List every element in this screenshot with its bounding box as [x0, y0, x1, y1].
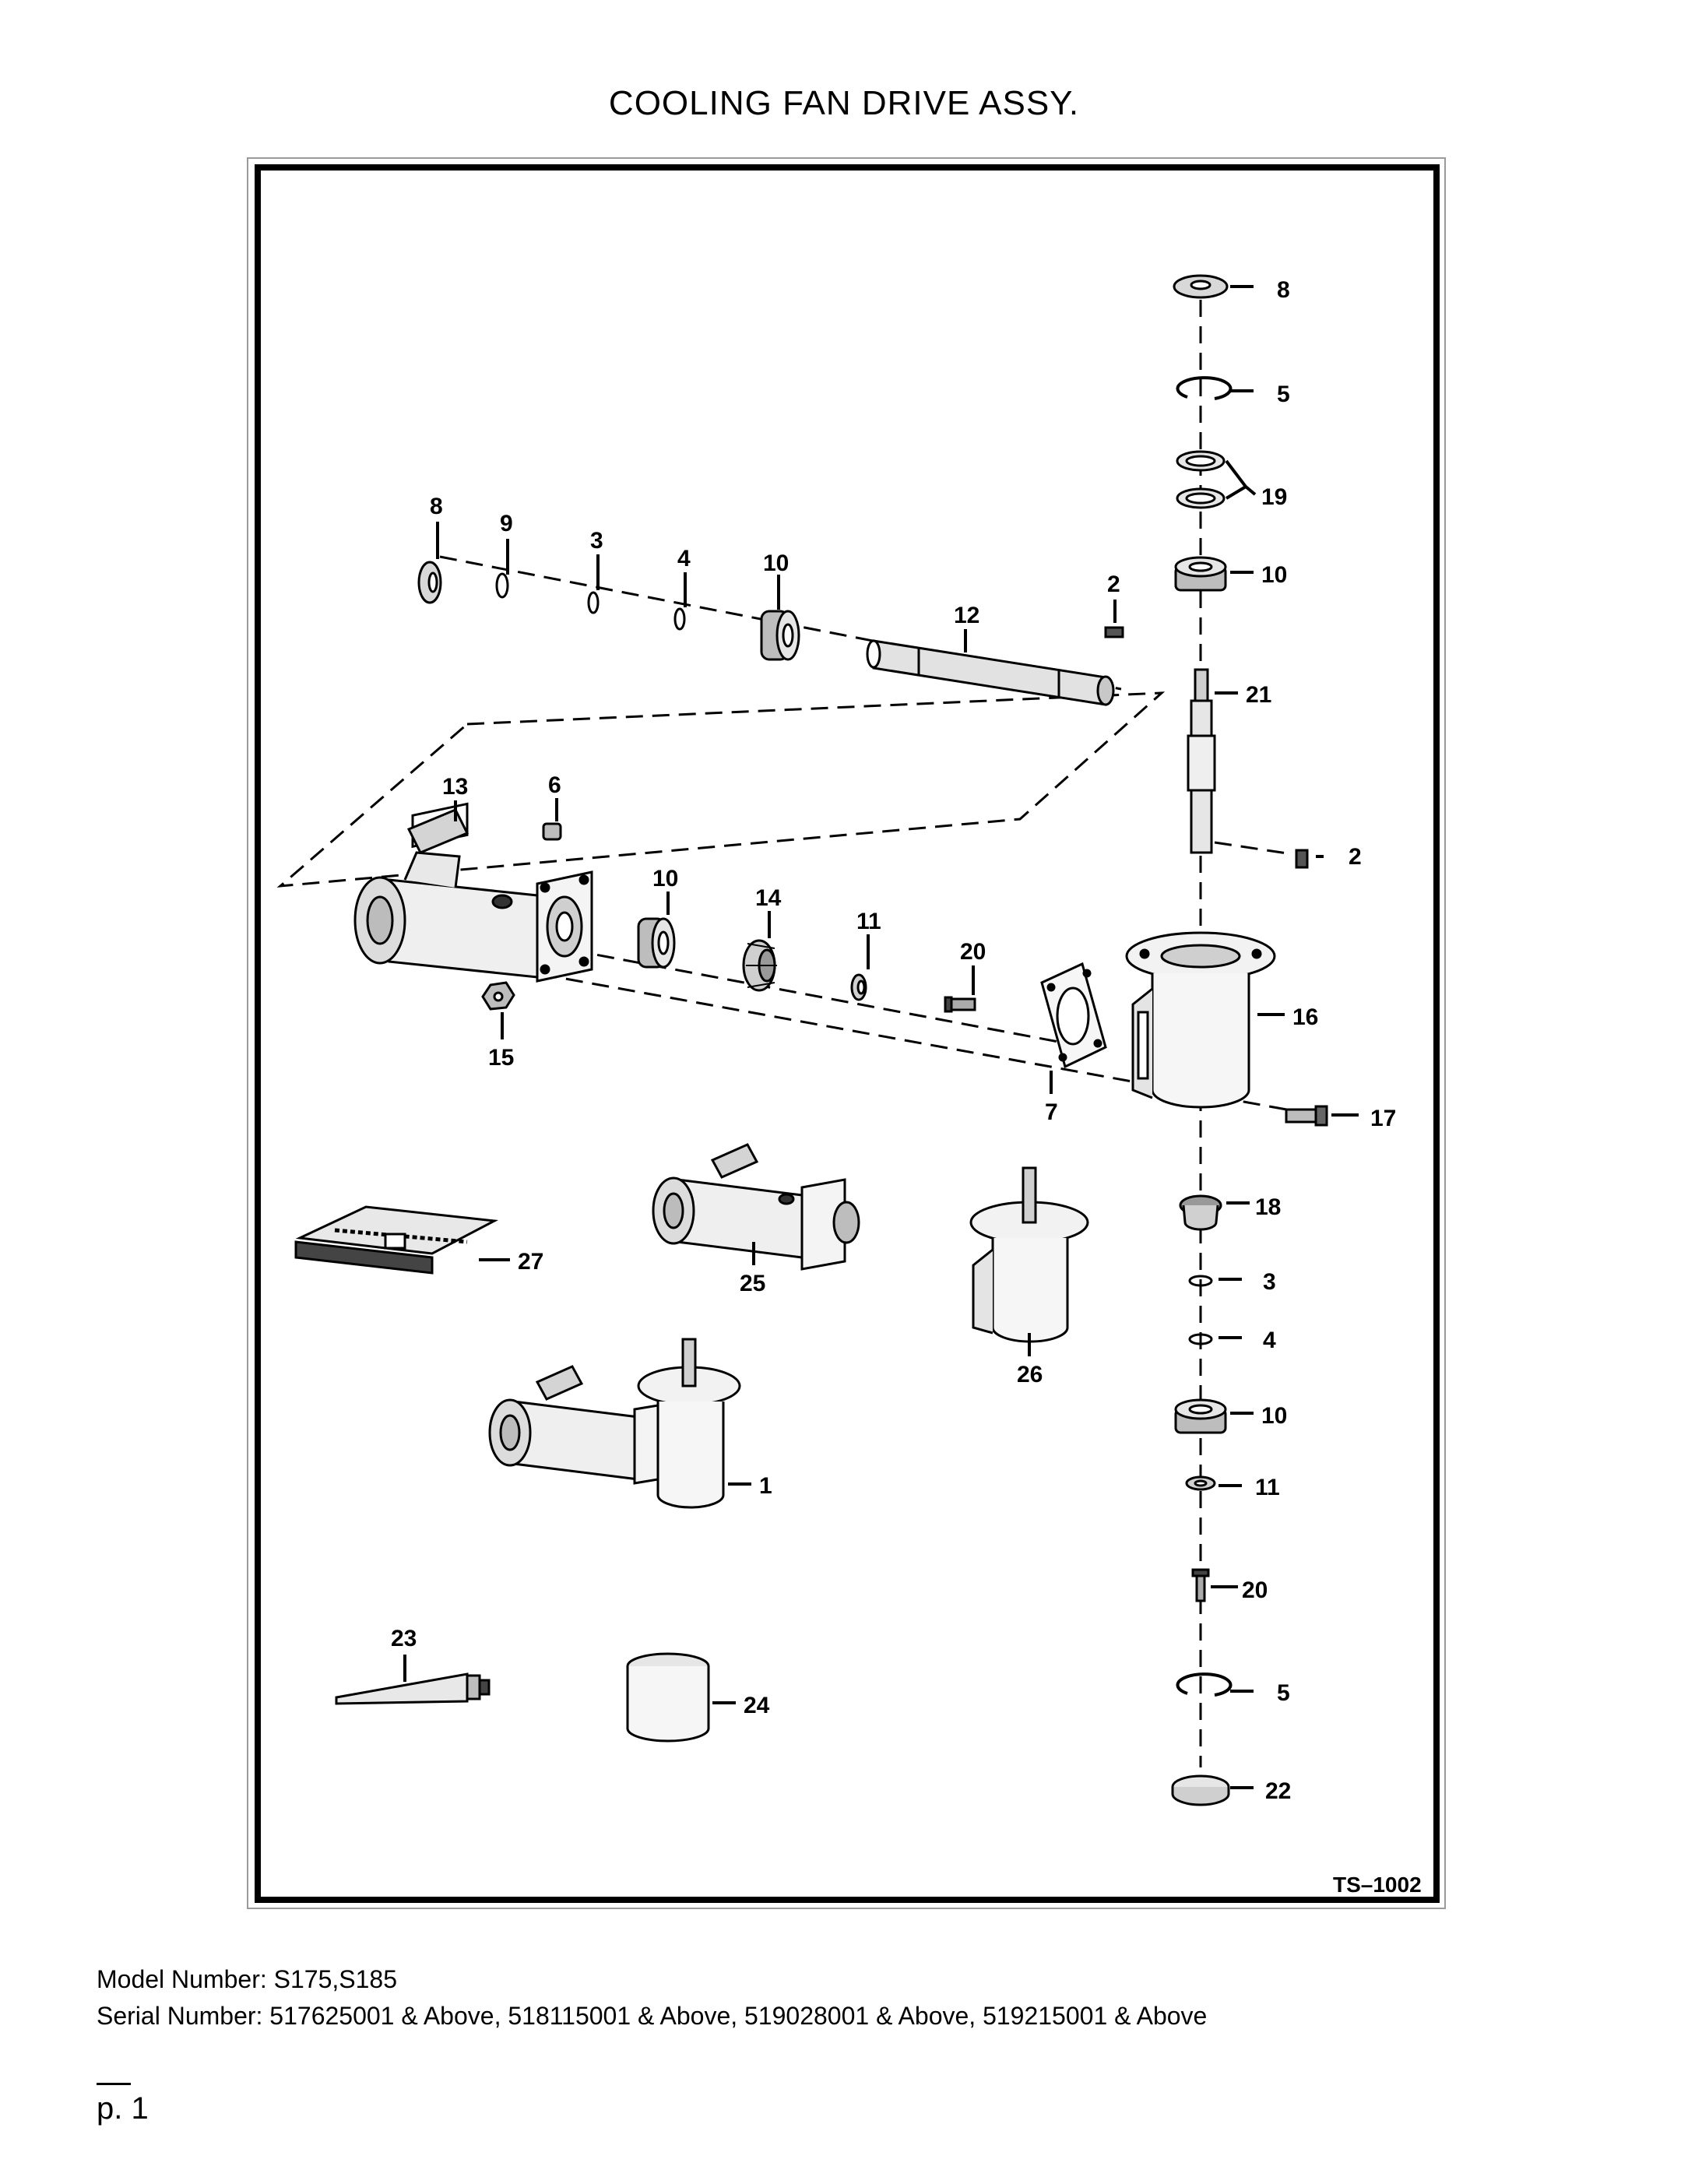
ring-11-middle: [850, 973, 867, 1001]
ring-3-right: [1188, 1275, 1213, 1287]
label-1: 1: [759, 1473, 772, 1499]
screw-20-middle: [944, 996, 976, 1013]
container-24: [626, 1652, 710, 1743]
label-23: 23: [391, 1626, 417, 1651]
label-25: 25: [740, 1271, 765, 1296]
ring-19-upper: [1176, 450, 1226, 472]
label-3-right: 3: [1263, 1269, 1276, 1295]
gasket-7: [1040, 962, 1107, 1069]
label-22: 22: [1265, 1778, 1291, 1804]
snap-ring-9: [495, 572, 509, 599]
label-11-right: 11: [1255, 1475, 1280, 1500]
housing-13-assembly: [353, 802, 593, 983]
ring-4-right: [1188, 1333, 1213, 1345]
figure-code: TS–1002: [1333, 1873, 1422, 1897]
label-12: 12: [954, 603, 979, 628]
washer-8-top: [1173, 274, 1229, 299]
label-17: 17: [1370, 1106, 1396, 1131]
shaft-12: [866, 639, 1115, 706]
ring-19-lower: [1176, 487, 1226, 509]
model-number: Model Number: S175,S185: [97, 1965, 397, 1993]
diagram-frame-outer: [247, 157, 1446, 1909]
page-title: COOLING FAN DRIVE ASSY.: [608, 84, 1080, 122]
label-13: 13: [442, 774, 468, 800]
label-20-middle: 20: [960, 939, 986, 965]
label-8-left: 8: [430, 494, 443, 519]
bearing-10-top-right: [1174, 556, 1227, 592]
label-15: 15: [488, 1045, 514, 1071]
ring-4-left: [673, 607, 686, 631]
label-10-middle: 10: [652, 866, 678, 892]
label-4-right: 4: [1263, 1328, 1276, 1353]
label-26: 26: [1017, 1362, 1043, 1387]
shaft-21: [1187, 668, 1216, 854]
label-10-top-right: 10: [1261, 562, 1287, 588]
ring-3-left: [587, 591, 600, 614]
label-14: 14: [755, 885, 782, 911]
label-18: 18: [1255, 1194, 1281, 1220]
bearing-10-middle: [637, 917, 676, 969]
pin-2-top: [1104, 626, 1124, 638]
pin-2-right: [1295, 849, 1309, 869]
ring-11-right: [1185, 1475, 1216, 1491]
housing-16: [1125, 931, 1276, 1109]
label-2-top: 2: [1107, 571, 1120, 597]
label-5-top: 5: [1277, 382, 1290, 407]
label-2-right: 2: [1349, 844, 1362, 870]
decal-kit-27: [294, 1205, 499, 1275]
bolt-17: [1285, 1105, 1328, 1127]
part-labels: 8 5 19 10 21 2 16 17 18 3 4 10 11 20 5 2…: [391, 277, 1422, 1897]
cap-22: [1171, 1774, 1230, 1806]
label-5-bottom: 5: [1277, 1680, 1290, 1706]
serial-number: Serial Number: 517625001 & Above, 518115…: [97, 2002, 1208, 2030]
gear-18: [1179, 1194, 1222, 1231]
washer-8-left: [417, 561, 442, 604]
label-20-right: 20: [1242, 1577, 1268, 1603]
label-24: 24: [744, 1693, 770, 1718]
label-19: 19: [1261, 484, 1287, 510]
leader-lines: [403, 285, 1359, 1789]
page-number: p. 1: [97, 2091, 149, 2126]
label-8-top: 8: [1277, 277, 1290, 303]
snap-ring-5-top: [1176, 376, 1233, 400]
label-10-lower-right: 10: [1261, 1403, 1287, 1429]
tube-23: [335, 1672, 491, 1705]
label-16: 16: [1292, 1004, 1318, 1030]
gear-14: [742, 939, 777, 992]
plug-6: [542, 822, 562, 841]
label-27: 27: [518, 1249, 543, 1275]
label-9: 9: [500, 511, 513, 536]
label-10-top-left: 10: [763, 550, 789, 576]
housing-assy-25: [652, 1143, 860, 1271]
screw-20-right: [1191, 1568, 1210, 1602]
nut-15: [481, 981, 515, 1011]
label-21: 21: [1246, 682, 1271, 708]
label-3-left: 3: [590, 528, 603, 554]
bearing-10-top-left: [760, 610, 800, 661]
label-4-left: 4: [677, 546, 691, 571]
label-7: 7: [1045, 1099, 1058, 1125]
complete-assy-1: [488, 1338, 741, 1509]
label-6: 6: [548, 772, 561, 798]
snap-ring-5-bottom: [1176, 1672, 1233, 1697]
label-11-middle: 11: [856, 909, 881, 934]
bearing-10-lower-right: [1174, 1398, 1227, 1434]
page-divider: [97, 2083, 131, 2085]
housing-assy-26: [969, 1166, 1089, 1343]
